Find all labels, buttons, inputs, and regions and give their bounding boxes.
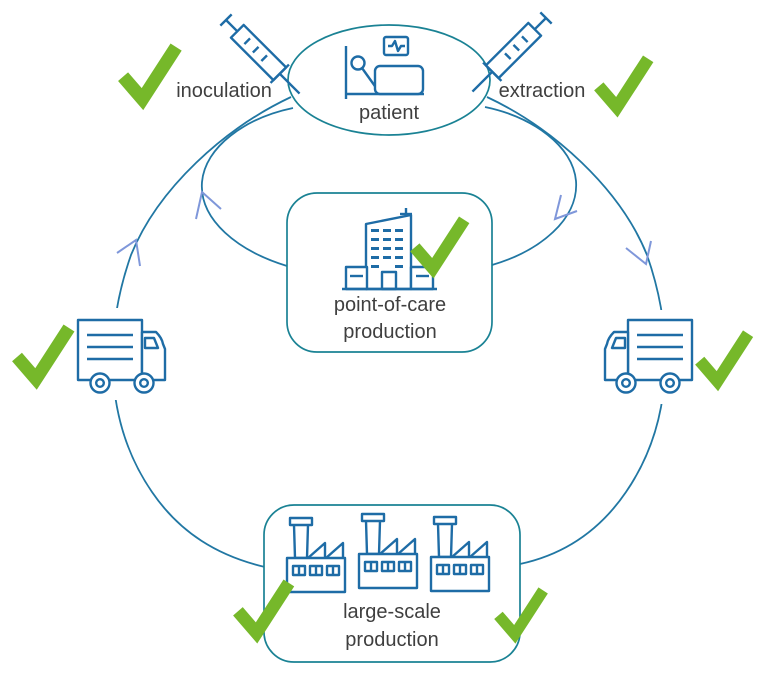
arc-left-inner <box>201 107 294 267</box>
factory-icon-2 <box>357 512 419 590</box>
hospital-building-icon <box>342 208 437 291</box>
large-scale-label-line1: large-scale <box>343 601 441 623</box>
inner-loop-arcs <box>201 106 577 267</box>
arrowhead-up-left-inner <box>195 190 222 220</box>
point-of-care-label-line1: point-of-care <box>334 294 446 316</box>
checkmark-icon-truck-left <box>17 328 69 379</box>
large-scale-label-line2: production <box>345 629 438 651</box>
arc-right-inner <box>484 106 577 266</box>
patient-bed-icon <box>344 46 425 99</box>
patient-label: patient <box>359 102 419 124</box>
arrowhead-up-left-outer <box>116 238 141 267</box>
extraction-label: extraction <box>499 80 586 102</box>
inoculation-syringe-icon <box>219 13 301 95</box>
point-of-care-label-line2: production <box>343 321 436 343</box>
factory-icon-1 <box>285 516 347 594</box>
delivery-truck-left-icon <box>76 318 167 394</box>
heart-monitor-icon <box>382 35 410 57</box>
checkmark-icon-inoculation <box>123 47 176 99</box>
arrowhead-down-right-outer <box>625 240 652 266</box>
checkmark-icon-truck-right <box>700 334 748 381</box>
delivery-truck-right-icon <box>603 318 694 394</box>
inoculation-label: inoculation <box>176 80 272 102</box>
building-windows <box>371 229 403 268</box>
extraction-syringe-icon <box>471 11 553 93</box>
factory-icon-3 <box>429 515 491 593</box>
arrowhead-down-right-inner <box>553 194 578 221</box>
flow-arrowheads <box>116 190 652 267</box>
checkmark-icon-extraction <box>599 59 648 107</box>
